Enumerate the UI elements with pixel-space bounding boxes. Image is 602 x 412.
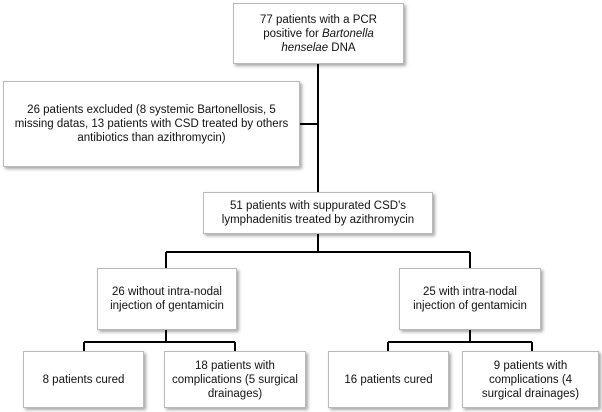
treated-node-text: 51 patients with suppurated CSD's lympha… (221, 200, 415, 226)
with-cured-node: 16 patients cured (328, 351, 449, 408)
without-injection-node-text: 26 without intra-nodal injection of gent… (110, 286, 224, 312)
without-injection-node: 26 without intra-nodal injection of gent… (97, 268, 237, 330)
with-complications-node: 9 patients with complications (4 surgica… (462, 351, 599, 408)
root-node: 77 patients with a PCR positive for Bart… (233, 3, 404, 64)
treated-node: 51 patients with suppurated CSD's lympha… (203, 192, 433, 234)
root-node-text-pre: 77 patients with a PCR positive for (260, 13, 377, 40)
without-complications-node-text: 18 patients with complications (5 surgic… (172, 359, 298, 400)
without-cured-node: 8 patients cured (23, 351, 144, 408)
connector-treated-split (165, 234, 471, 268)
excluded-node: 26 patients excluded (8 systemic Bartone… (3, 81, 300, 167)
with-complications-node-text: 9 patients with complications (4 surgica… (481, 359, 580, 400)
root-node-text-post: DNA (328, 41, 356, 54)
connector-left-split (83, 330, 236, 351)
root-node-text-organism: Bartonella henselae (281, 27, 374, 54)
with-injection-node-text: 25 with intra-nodal injection of gentami… (413, 286, 527, 312)
without-complications-node: 18 patients with complications (5 surgic… (164, 351, 306, 408)
with-injection-node: 25 with intra-nodal injection of gentami… (399, 268, 541, 330)
connector-right-split (387, 330, 533, 351)
with-cured-node-text: 16 patients cured (344, 373, 433, 386)
excluded-node-text: 26 patients excluded (8 systemic Bartone… (14, 104, 289, 144)
without-cured-node-text: 8 patients cured (42, 373, 125, 386)
